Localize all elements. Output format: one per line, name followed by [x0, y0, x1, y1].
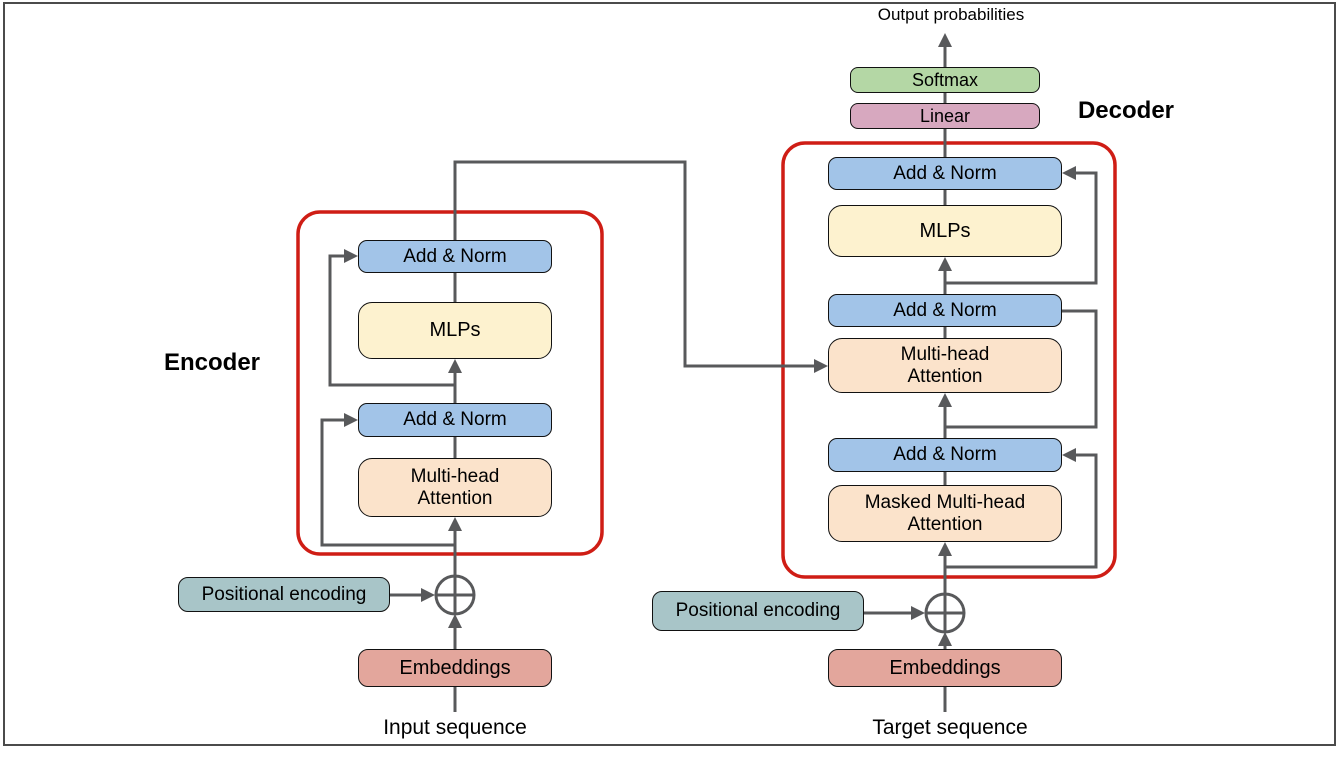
encoder-embeddings-box: Embeddings [358, 649, 552, 687]
decoder-label: Decoder [1077, 97, 1175, 124]
encoder-label: Encoder [163, 349, 261, 376]
encoder-positional-encoding-box: Positional encoding [178, 577, 390, 612]
plus-circle-icon [434, 574, 476, 616]
decoder-add-norm-2-box: Add & Norm [828, 294, 1062, 327]
diagram-lines [320, 46, 1098, 712]
decoder-masked-attention-box: Masked Multi-head Attention [828, 485, 1062, 542]
encoder-multi-head-attention-box: Multi-head Attention [358, 458, 552, 517]
decoder-cross-attention-box: Multi-head Attention [828, 338, 1062, 393]
decoder-add-norm-1-box: Add & Norm [828, 157, 1062, 190]
output-probabilities-label: Output probabilities [877, 5, 1025, 24]
decoder-region-outline [781, 141, 1117, 579]
encoder-add-norm-2-box: Add & Norm [358, 403, 552, 437]
decoder-softmax-box: Softmax [850, 67, 1040, 93]
target-sequence-label: Target sequence [872, 716, 1028, 739]
input-sequence-label: Input sequence [383, 716, 527, 739]
decoder-linear-box: Linear [850, 103, 1040, 129]
arrowheads [344, 33, 1076, 646]
plus-circle-icon [924, 592, 966, 634]
diagram-border [3, 2, 1336, 746]
decoder-add-norm-3-box: Add & Norm [828, 438, 1062, 472]
decoder-positional-encoding-box: Positional encoding [652, 591, 864, 631]
decoder-embeddings-box: Embeddings [828, 649, 1062, 687]
encoder-region-outline [296, 210, 604, 556]
encoder-add-norm-1-box: Add & Norm [358, 240, 552, 273]
decoder-mlps-box: MLPs [828, 205, 1062, 257]
encoder-mlps-box: MLPs [358, 302, 552, 359]
